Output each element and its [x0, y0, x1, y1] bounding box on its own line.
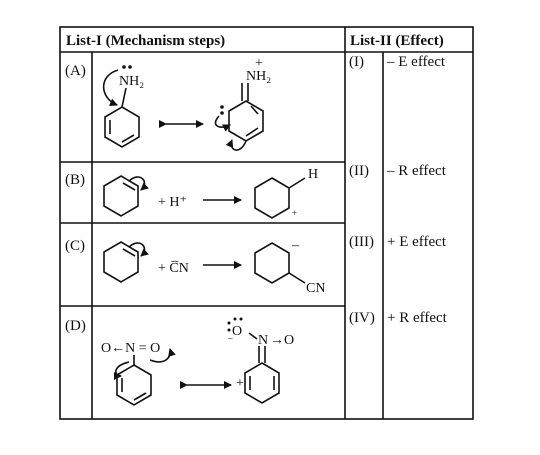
effect-text-4: + R effect	[387, 310, 448, 326]
effect-num-2: (II)	[349, 163, 369, 179]
row-label-d: (D)	[65, 318, 86, 334]
product-b-plus: +	[292, 208, 297, 218]
quinonoid-o2: →O	[270, 333, 294, 348]
iminium-plus: +	[255, 56, 263, 71]
mechanism-c-carbanion: – CN	[254, 238, 325, 296]
mechanism-b-carbocation: H +	[254, 167, 318, 219]
mechanism-d-nitrobenzene: O←N = O	[101, 341, 176, 406]
row-label-c: (C)	[65, 238, 85, 254]
effect-num-1: (I)	[349, 54, 364, 70]
mechanism-d-quinonoid: O N →O – +	[227, 317, 294, 404]
effect-text-3: + E effect	[387, 234, 447, 250]
effect-text-1: – E effect	[386, 54, 446, 70]
header-list-2: List-II (Effect)	[350, 33, 444, 49]
nh2-left: NH₂	[119, 74, 144, 89]
mechanism-c-cyclohexene	[103, 241, 149, 283]
mechanism-a-aniline: NH₂	[102, 65, 144, 148]
effect-num-3: (III)	[349, 234, 374, 250]
quinonoid-minus: –	[227, 333, 233, 343]
product-c-minus: –	[291, 238, 300, 253]
header-list-1: List-I (Mechanism steps)	[66, 33, 225, 49]
quinonoid-oxygen: O	[232, 324, 242, 339]
row-label-b: (B)	[65, 172, 85, 188]
mechanism-b-cyclohexene	[103, 175, 149, 217]
quinonoid-plus: +	[236, 376, 244, 391]
mechanism-a-iminium: NH₂ +	[214, 56, 271, 151]
effect-num-4: (IV)	[349, 310, 375, 326]
reagent-b: + H⁺	[158, 195, 187, 210]
product-c-cn: CN	[306, 281, 325, 296]
row-label-a: (A)	[65, 63, 86, 79]
nitro-group-left: O←N = O	[101, 341, 160, 356]
quinonoid-nitrogen: N	[258, 333, 268, 348]
effect-text-2: – R effect	[386, 163, 447, 179]
reagent-c: + C̅N	[158, 260, 189, 276]
nh2-right: NH₂	[246, 69, 271, 84]
product-b-h: H	[308, 167, 318, 182]
table-grid	[59, 26, 474, 420]
